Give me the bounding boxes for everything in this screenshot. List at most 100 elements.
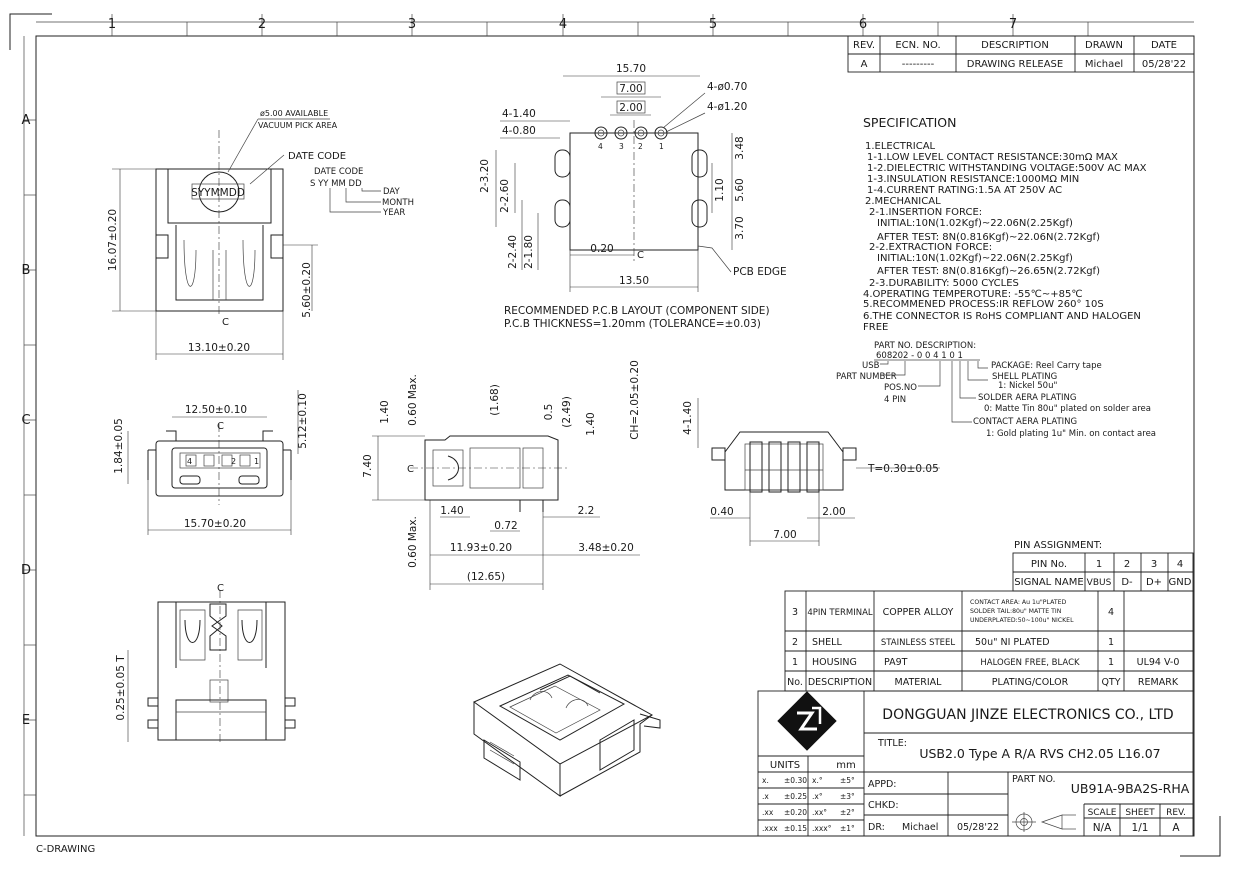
rev-row-description: DRAWING RELEASE	[967, 59, 1063, 70]
title-label: TITLE:	[877, 738, 907, 749]
side-dim: 0.5	[543, 404, 555, 421]
rev-header-description: DESCRIPTION	[981, 40, 1049, 51]
pcb-edge-label: PCB EDGE	[733, 266, 787, 278]
rev-header-rev: REV.	[853, 40, 875, 51]
pcb-dim: 4-1.40	[502, 108, 536, 120]
zone-labels: 1 2 3 4 5 6 7 A B C D E	[21, 17, 1017, 728]
tol-angle-value: ±5°	[840, 776, 855, 785]
spec-line: 2-3.DURABILITY: 5000 CYCLES	[869, 278, 1019, 289]
bom-header: REMARK	[1138, 677, 1179, 688]
spec-line: INITIAL:10N(1.02Kgf)~22.06N(2.25Kgf)	[877, 218, 1073, 229]
side-dim: 0.60 Max.	[407, 516, 419, 568]
pcb-dim: 5.60	[734, 178, 746, 201]
bom-material: STAINLESS STEEL	[881, 638, 956, 648]
rear-dim: 0.40	[710, 506, 733, 518]
part-desc-package: PACKAGE: Reel Carry tape	[991, 361, 1102, 371]
appd-label: APPD:	[868, 779, 896, 790]
spec-line: 2-1.INSERTION FORCE:	[869, 207, 982, 218]
bom-table: 3 4PIN TERMINAL COPPER ALLOY CONTACT ARE…	[784, 590, 1194, 692]
part-desc-pos-no: POS.NO	[884, 383, 917, 393]
pin-signal: D-	[1121, 577, 1133, 588]
pin-signal: D+	[1146, 577, 1162, 588]
front-centerline: C	[217, 421, 224, 432]
pcb-note-1: RECOMMENDED P.C.B LAYOUT (COMPONENT SIDE…	[504, 305, 770, 317]
spec-line: 1.ELECTRICAL	[865, 141, 936, 152]
bom-header: MATERIAL	[895, 677, 943, 688]
tol-key: x.	[762, 776, 769, 785]
spec-line: 6.THE CONNECTOR IS RoHS COMPLIANT AND HA…	[863, 311, 1141, 322]
spec-line: AFTER TEST: 8N(0.816Kgf)~22.06N(2.72Kgf)	[877, 232, 1100, 243]
side-dim: 2.2	[578, 505, 595, 517]
pin-number: 4	[1177, 559, 1183, 570]
bom-no: 1	[792, 657, 798, 668]
date-stamp: SYYMMDD	[191, 187, 245, 199]
front-pin-mark: 1	[254, 457, 259, 466]
side-view: C 1.40 0.60 Max. (1.68) 0.5 (2.49) 1.40 …	[362, 360, 641, 590]
part-desc-title: PART NO. DESCRIPTION:	[874, 341, 976, 351]
part-desc-contact-value: 1: Gold plating 1u" Min. on contact area	[986, 429, 1156, 439]
tol-angle-value: ±3°	[840, 792, 855, 801]
bom-description: HOUSING	[812, 657, 857, 668]
bom-qty: 1	[1108, 657, 1114, 668]
part-desc-4pin: 4 PIN	[884, 395, 906, 405]
zone-col-5: 5	[709, 17, 717, 32]
rev-value: A	[1172, 822, 1180, 834]
pcb-pin-label: 3	[619, 142, 624, 151]
bom-description: SHELL	[812, 637, 842, 648]
zone-col-6: 6	[859, 17, 867, 32]
side-dim: 1.40	[440, 505, 463, 517]
pcb-dim: 3.48	[734, 136, 746, 159]
front-dim: 12.50±0.10	[185, 404, 247, 416]
bom-plating-line: CONTACT AREA: Au 1u"PLATED	[970, 599, 1067, 606]
pcb-dim: 4-0.80	[502, 125, 536, 137]
date-code-label: DATE CODE	[288, 151, 346, 162]
tol-angle-value: ±1°	[840, 824, 855, 833]
bom-header: QTY	[1101, 677, 1120, 688]
drawn-date: 05/28'22	[957, 822, 999, 833]
spec-line: FREE	[863, 322, 888, 333]
zone-row-d: D	[21, 563, 31, 578]
zone-row-c: C	[21, 413, 30, 428]
spec-line: 2-2.EXTRACTION FORCE:	[869, 242, 992, 253]
tol-key: .x	[762, 792, 769, 801]
front-dim: 1.84±0.05	[113, 418, 125, 474]
title-block: DONGGUAN JINZE ELECTRONICS CO., LTD TITL…	[757, 690, 1194, 837]
spec-line: 4.OPERATING TEMPEROTURE: -55℃~+85℃	[863, 289, 1083, 300]
tol-angle-value: ±2°	[840, 808, 855, 817]
pcb-dim: 4-ø0.70	[707, 81, 747, 93]
dr-label: DR:	[868, 822, 885, 833]
pcb-pin-label: 2	[638, 142, 643, 151]
zone-col-2: 2	[258, 17, 266, 32]
bom-plating: HALOGEN FREE, BLACK	[980, 658, 1080, 668]
spec-line: 1-2.DIELECTRIC WITHSTANDING VOLTAGE:500V…	[867, 163, 1147, 174]
date-code-label-2: DATE CODE	[314, 167, 363, 177]
pin-number: 2	[1124, 559, 1130, 570]
scale-value: N/A	[1093, 822, 1112, 834]
pcb-pin-label: 1	[659, 142, 664, 151]
bottom-view: C 0.25±0.05 T	[115, 583, 296, 745]
side-dim: (12.65)	[467, 571, 505, 583]
bom-material: COPPER ALLOY	[883, 607, 954, 618]
bom-header: PLATING/COLOR	[992, 677, 1069, 688]
pcb-dim: 0.20	[590, 243, 613, 255]
pcb-dim: 2-3.20	[479, 159, 491, 193]
pcb-dim: 2-2.60	[499, 179, 511, 213]
rev-header-date: DATE	[1151, 40, 1177, 51]
rear-view: 4-1.40 T=0.30±0.05 0.40 2.00 7.00	[682, 398, 940, 546]
front-pin-mark: 2	[231, 457, 236, 466]
pcb-dim: 2-2.40	[507, 235, 519, 269]
part-desc-shell-plating: SHELL PLATING	[992, 372, 1057, 382]
pcb-dim: 1.10	[714, 178, 726, 201]
side-dim: CH=2.05±0.20	[629, 360, 641, 440]
spec-line: 5.RECOMMENED PROCESS:IR REFLOW 260° 10S	[863, 299, 1104, 310]
date-code-year: YEAR	[382, 208, 405, 218]
spec-line: 1-1.LOW LEVEL CONTACT RESISTANCE:30mΩ MA…	[867, 152, 1118, 163]
side-dim: (1.68)	[489, 384, 501, 416]
zone-col-1: 1	[108, 17, 116, 32]
zone-col-3: 3	[408, 17, 416, 32]
part-desc-solder-plating: SOLDER AERA PLATING	[978, 393, 1076, 403]
date-code-format: S YY MM DD	[310, 179, 362, 189]
dim-rear-length: 5.60±0.20	[301, 262, 313, 318]
isometric-view	[472, 663, 661, 797]
dim-length: 16.07±0.20	[107, 209, 119, 271]
